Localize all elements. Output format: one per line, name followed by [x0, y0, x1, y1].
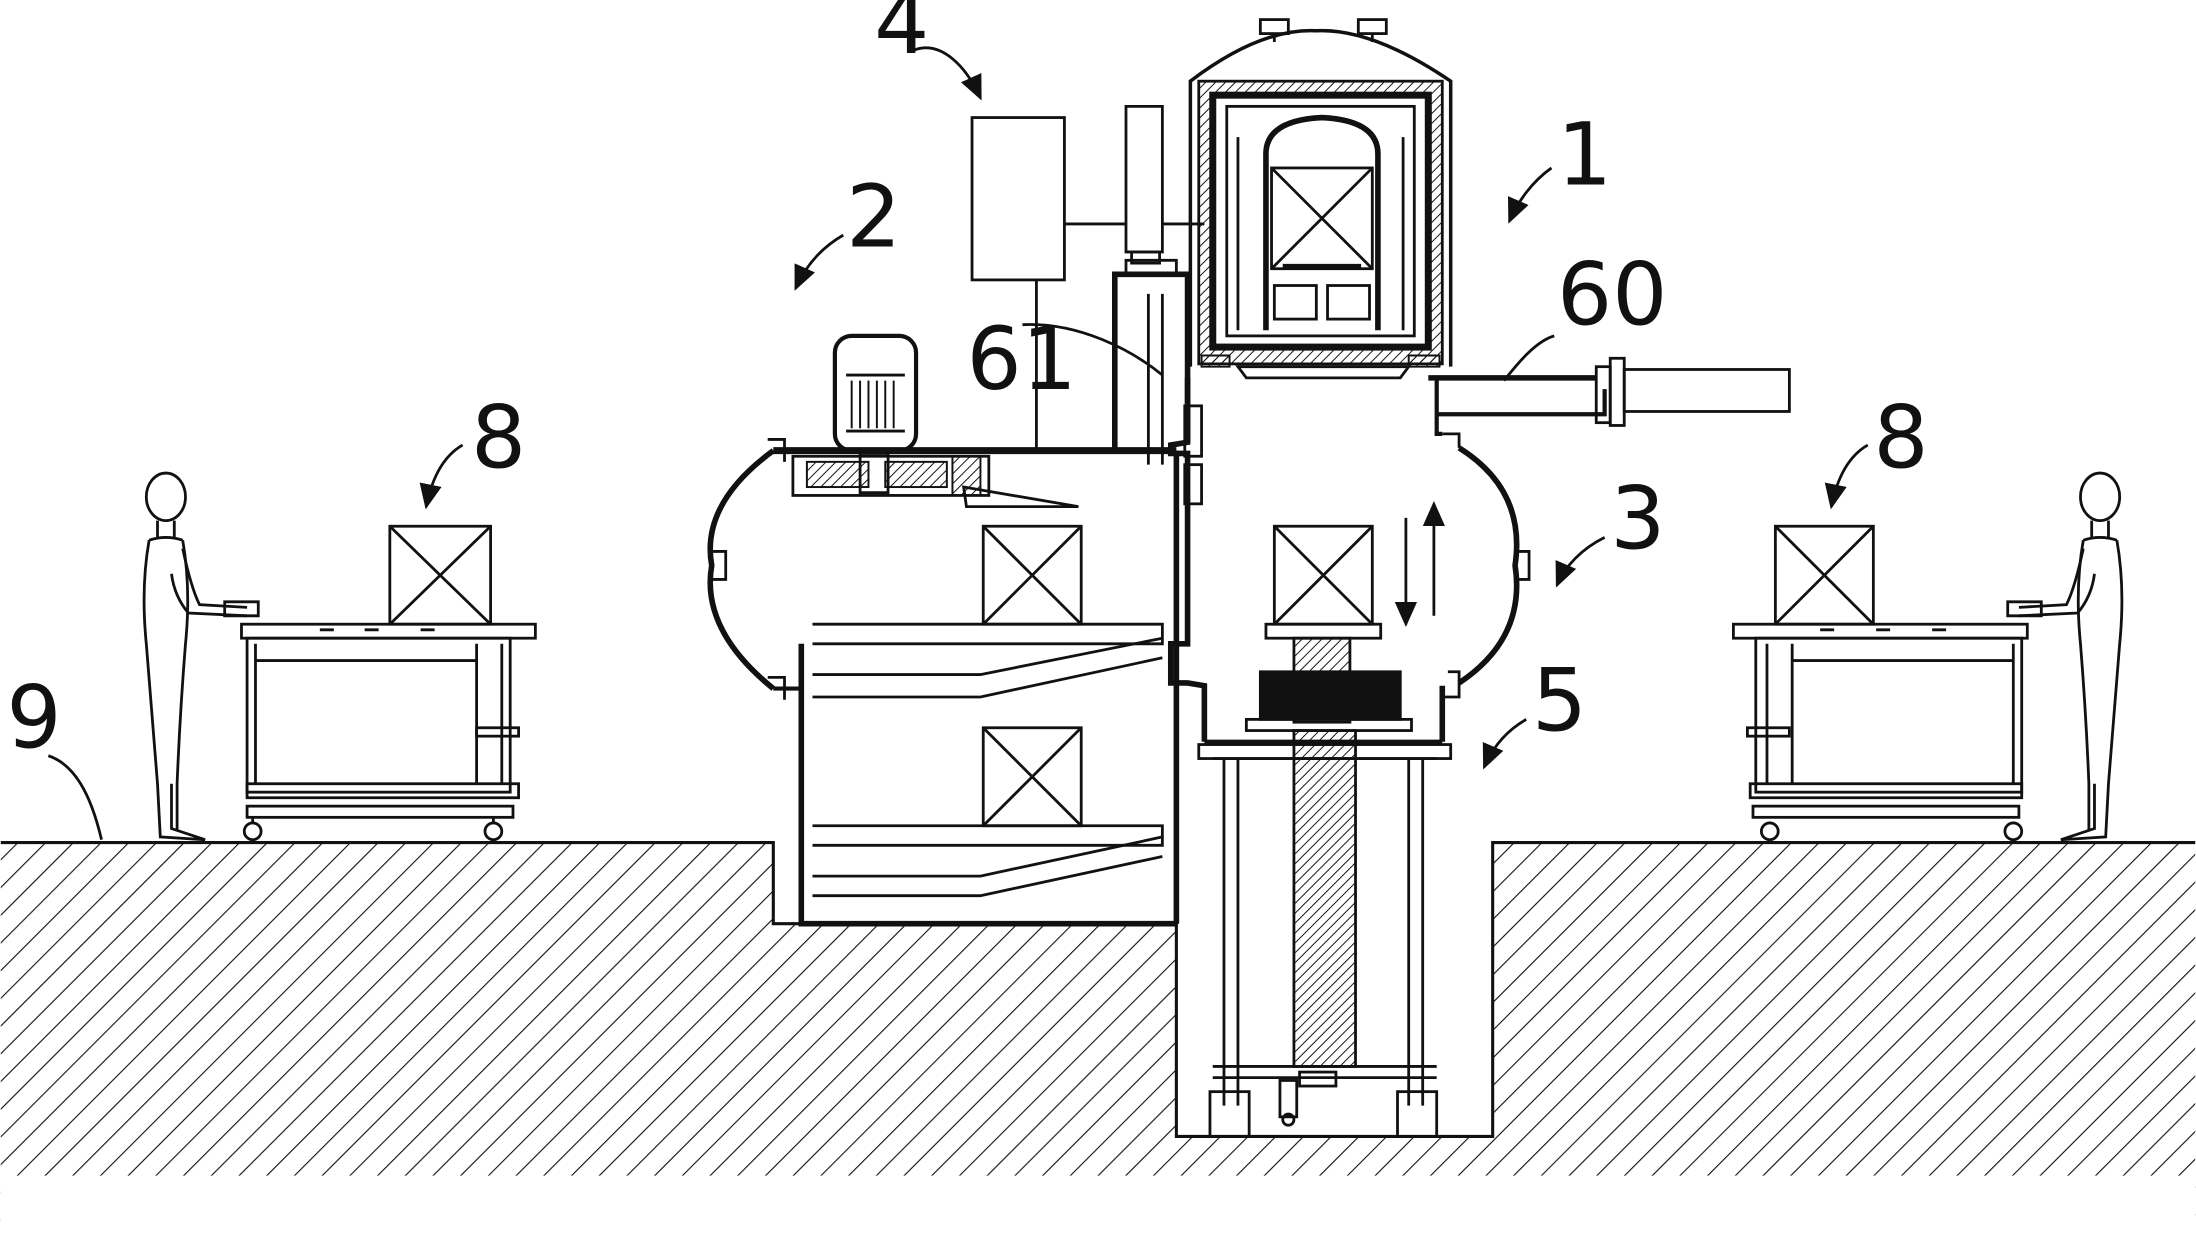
- lift-mechanism: [1197, 729, 1453, 1138]
- labels: 1 2 3 4 5 60 61 8 8 9: [6, 0, 1928, 768]
- leader-lines: [47, 46, 1869, 841]
- label-center-chamber: 3: [1610, 469, 1665, 570]
- left-chamber: [707, 104, 1203, 927]
- cart-right: [1731, 524, 2029, 842]
- label-left-chamber: 2: [846, 166, 901, 267]
- label-cart-right: 8: [1873, 387, 1928, 488]
- operator-left: [142, 471, 260, 842]
- operator-right: [2006, 471, 2124, 842]
- label-ground: 9: [6, 667, 61, 768]
- center-chamber: [1167, 356, 1791, 744]
- label-cart-left: 8: [471, 387, 526, 488]
- label-control-box: 4: [874, 0, 929, 74]
- label-port-60: 60: [1557, 245, 1667, 346]
- furnace: [1188, 18, 1453, 380]
- label-port-61: 61: [966, 309, 1076, 410]
- label-furnace: 1: [1557, 105, 1612, 206]
- cart-left: [240, 524, 537, 842]
- label-lift: 5: [1532, 651, 1587, 752]
- ground: [0, 840, 2196, 1240]
